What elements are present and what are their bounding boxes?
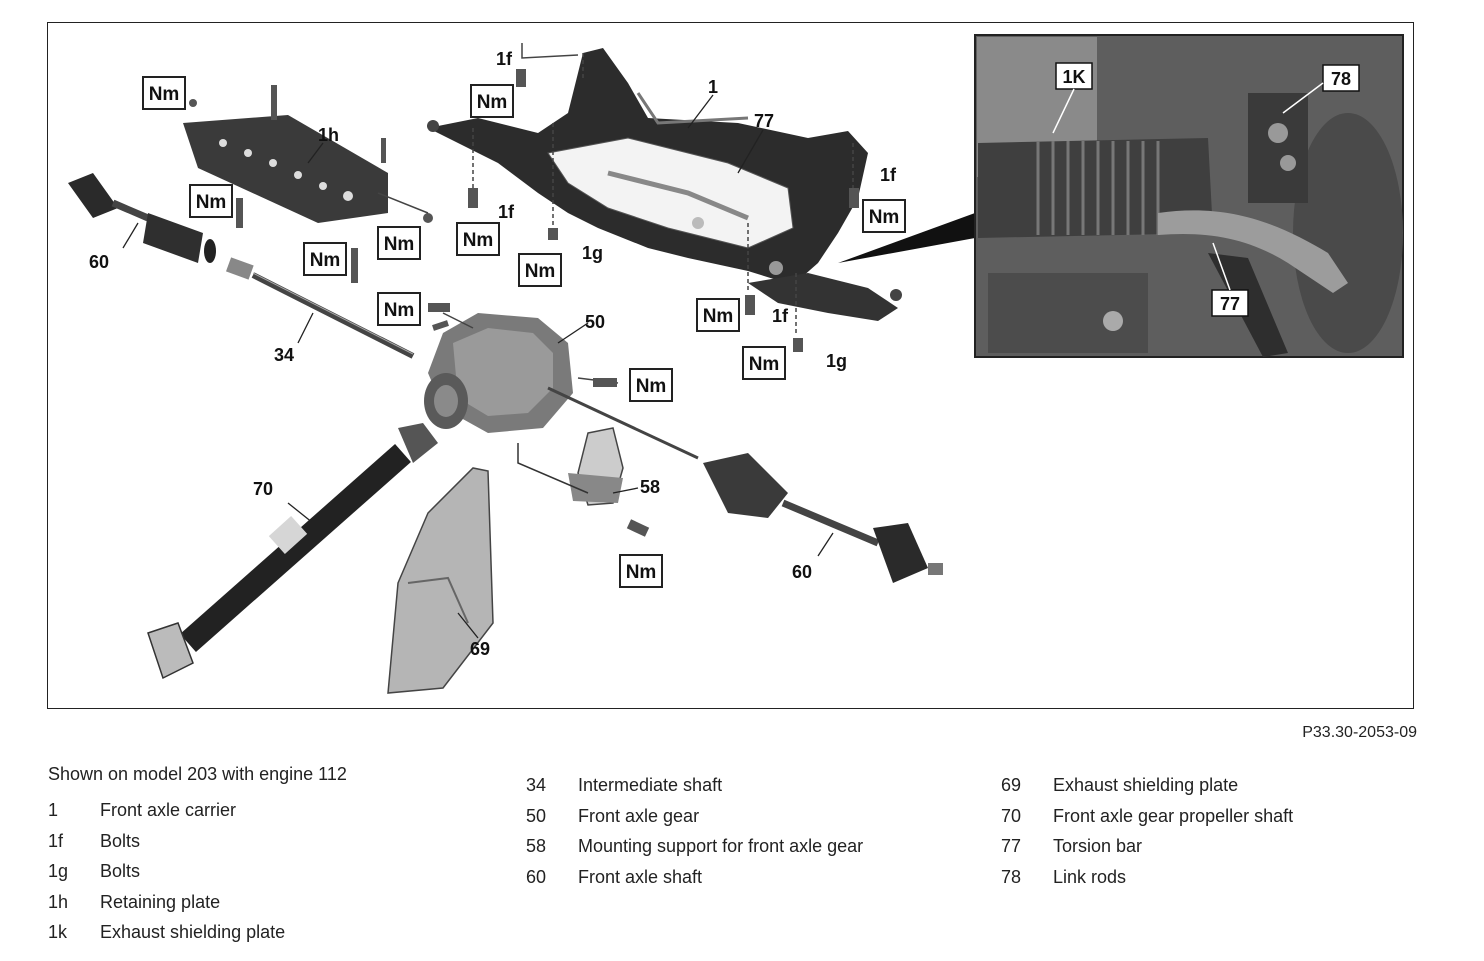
inset-leaders bbox=[1052, 82, 1324, 291]
torque-box-9: Nm bbox=[377, 292, 421, 326]
svg-text:Nm: Nm bbox=[384, 234, 415, 255]
legend-number: 78 bbox=[1001, 867, 1022, 887]
svg-text:Nm: Nm bbox=[384, 300, 415, 321]
torque-box-7: Nm bbox=[518, 253, 562, 287]
front-axle-gear-illustration bbox=[424, 313, 573, 433]
callout-1f-left: 1f bbox=[498, 202, 515, 222]
legend-number: 1h bbox=[48, 892, 69, 912]
front-axle-shaft-left-illustration bbox=[68, 173, 216, 263]
svg-text:Nm: Nm bbox=[310, 250, 341, 271]
svg-text:Nm: Nm bbox=[703, 306, 734, 327]
inset-label-78: 78 bbox=[1322, 64, 1360, 92]
svg-text:Nm: Nm bbox=[626, 562, 657, 583]
torque-box-5: Nm bbox=[456, 222, 500, 256]
legend-description: Retaining plate bbox=[100, 892, 221, 912]
svg-text:Nm: Nm bbox=[869, 207, 900, 228]
figure-frame: Nm Nm Nm Nm Nm Nm Nm Nm Nm Nm Nm Nm Nm 1… bbox=[47, 22, 1414, 709]
legend-description: Link rods bbox=[1053, 867, 1127, 887]
legend-number: 1 bbox=[48, 800, 59, 820]
front-axle-shaft-right-illustration bbox=[547, 386, 943, 583]
figure-code: P33.30-2053-09 bbox=[1302, 724, 1417, 741]
torque-box-12: Nm bbox=[629, 368, 673, 402]
inset-photo bbox=[974, 34, 1404, 358]
legend-description: Exhaust shielding plate bbox=[100, 922, 286, 942]
legend-number: 1k bbox=[48, 922, 68, 942]
callout-1h: 1h bbox=[318, 125, 339, 145]
svg-text:1K: 1K bbox=[1062, 67, 1085, 87]
callout-58: 58 bbox=[640, 477, 660, 497]
svg-text:Nm: Nm bbox=[525, 261, 556, 282]
front-axle-carrier-illustration bbox=[427, 48, 902, 321]
legend-description: Front axle carrier bbox=[100, 800, 237, 820]
callout-1g-bottom: 1g bbox=[826, 351, 847, 371]
legend-number: 50 bbox=[526, 806, 547, 826]
legend-description: Front axle gear bbox=[578, 806, 700, 826]
callout-1: 1 bbox=[708, 77, 718, 97]
callout-1f-bottom: 1f bbox=[772, 306, 789, 326]
legend-number: 69 bbox=[1001, 775, 1022, 795]
torque-box-10: Nm bbox=[696, 298, 740, 332]
legend-description: Torsion bar bbox=[1053, 836, 1143, 856]
retaining-plate-illustration bbox=[183, 85, 433, 283]
svg-text:Nm: Nm bbox=[749, 354, 780, 375]
inset-label-1k: 1K bbox=[1055, 62, 1093, 90]
intermediate-shaft-illustration bbox=[225, 257, 415, 359]
legend-number: 70 bbox=[1001, 806, 1022, 826]
legend-description: Front axle gear propeller shaft bbox=[1053, 806, 1294, 826]
legend-description: Exhaust shielding plate bbox=[1053, 775, 1239, 795]
bolt-heads bbox=[428, 69, 859, 387]
legend-description: Mounting support for front axle gear bbox=[578, 836, 864, 856]
svg-text:Nm: Nm bbox=[149, 84, 180, 105]
inset-pointer bbox=[838, 213, 975, 263]
callout-1f-right: 1f bbox=[880, 165, 897, 185]
torque-box-3: Nm bbox=[189, 184, 233, 218]
callout-leaders bbox=[122, 94, 834, 639]
mounting-support-illustration bbox=[517, 427, 650, 537]
torque-box-8: Nm bbox=[862, 199, 906, 233]
legend-number: 60 bbox=[526, 867, 547, 887]
legend-description: Front axle shaft bbox=[578, 867, 703, 887]
legend-number: 58 bbox=[526, 836, 547, 856]
torque-box-4: Nm bbox=[377, 226, 421, 260]
callout-50: 50 bbox=[585, 312, 605, 332]
callout-77: 77 bbox=[754, 111, 774, 131]
legend-description: Intermediate shaft bbox=[578, 775, 723, 795]
legend-description: Bolts bbox=[100, 861, 141, 881]
callout-1f-top: 1f bbox=[496, 49, 513, 69]
torque-box-11: Nm bbox=[742, 346, 786, 380]
callout-69: 69 bbox=[470, 639, 490, 659]
callout-70: 70 bbox=[253, 479, 273, 499]
callout-1g-left: 1g bbox=[582, 243, 603, 263]
svg-text:78: 78 bbox=[1331, 69, 1351, 89]
torque-box-6: Nm bbox=[303, 242, 347, 276]
exploded-view-drawing: Nm Nm Nm Nm Nm Nm Nm Nm Nm Nm Nm Nm Nm 1… bbox=[68, 34, 1404, 694]
legend-number: 1g bbox=[48, 861, 69, 881]
caption: Shown on model 203 with engine 112 bbox=[48, 764, 347, 784]
torque-box-1: Nm bbox=[142, 76, 186, 110]
svg-text:Nm: Nm bbox=[477, 92, 508, 113]
callout-60-right: 60 bbox=[792, 562, 812, 582]
inset-label-77: 77 bbox=[1211, 289, 1249, 317]
svg-text:Nm: Nm bbox=[196, 192, 227, 213]
torque-box-2: Nm bbox=[470, 84, 514, 118]
callout-34: 34 bbox=[274, 345, 294, 365]
exhaust-shielding-plate-illustration bbox=[387, 467, 494, 694]
propeller-shaft-illustration bbox=[147, 423, 438, 680]
legend-number: 1f bbox=[48, 831, 64, 851]
callout-60-left: 60 bbox=[89, 252, 109, 272]
svg-text:77: 77 bbox=[1220, 294, 1240, 314]
torque-box-13: Nm bbox=[619, 554, 663, 588]
legend-number: 77 bbox=[1001, 836, 1022, 856]
svg-text:Nm: Nm bbox=[463, 230, 494, 251]
svg-text:Nm: Nm bbox=[636, 376, 667, 397]
legend-description: Bolts bbox=[100, 831, 141, 851]
legend-number: 34 bbox=[526, 775, 547, 795]
